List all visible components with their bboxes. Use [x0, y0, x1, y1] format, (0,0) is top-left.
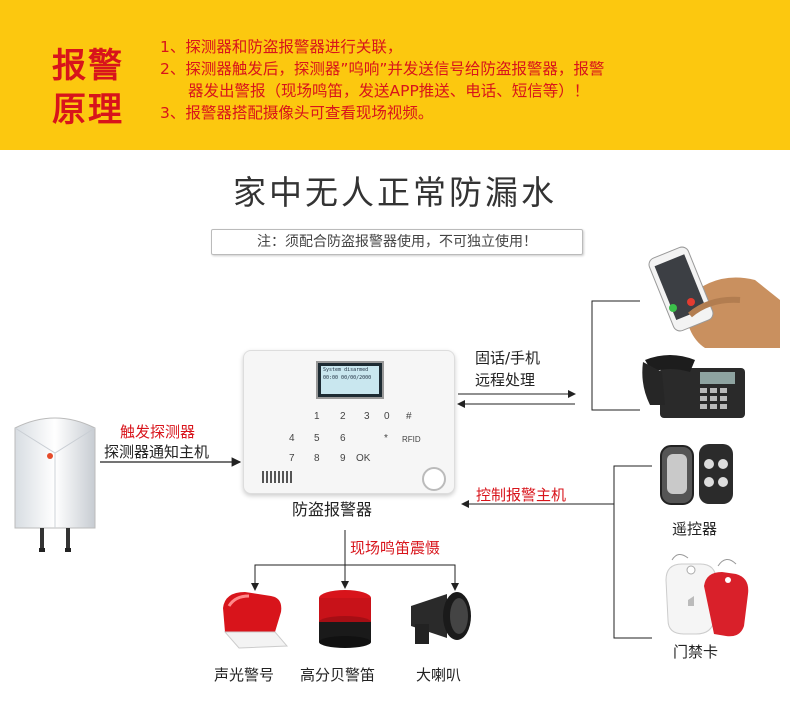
remote-control-label: 遥控器: [672, 520, 718, 538]
panel-key-3: 3: [364, 411, 370, 422]
header-title-line2: 原理: [52, 90, 124, 130]
panel-speaker-grill: [262, 471, 292, 483]
remote-label-line2: 远程处理: [475, 371, 536, 389]
alarm-panel-label: 防盗报警器: [292, 500, 373, 519]
detector-notify-label: 探测器通知主机: [104, 443, 210, 461]
access-card-label: 门禁卡: [673, 643, 719, 661]
panel-key-2: 2: [340, 411, 346, 422]
water-detector-image: [14, 417, 96, 552]
panel-key-1: 1: [314, 411, 320, 422]
panel-rfid-label: RFID: [402, 435, 421, 444]
panel-key-7: 7: [289, 453, 295, 464]
onsite-siren-label: 现场鸣笛震慑: [350, 539, 441, 557]
main-title: 家中无人正常防漏水: [233, 173, 557, 212]
panel-key-5: 5: [314, 433, 320, 444]
panel-key-star: *: [384, 433, 388, 444]
alarm-panel-image: System disarmed 00:00 00/00/2000 1 2 3 4…: [243, 350, 455, 494]
panel-key-9: 9: [340, 453, 346, 464]
panel-key-8: 8: [314, 453, 320, 464]
strobe-siren-image: [223, 592, 289, 649]
header-line-2: 2、探测器触发后，探测器”呜响”并发送信号给防盗报警器，报警: [160, 60, 605, 78]
panel-screen-line1: System disarmed: [323, 367, 369, 373]
header-line-4: 3、报警器搭配摄像头可查看现场视频。: [160, 104, 434, 122]
panel-key-4: 4: [289, 433, 295, 444]
usage-note: 注：须配合防盗报警器使用，不可独立使用！: [211, 229, 583, 255]
horn-label: 大喇叭: [416, 666, 462, 684]
header-title-line1: 报警: [52, 46, 124, 86]
remote-control-image: [660, 444, 733, 505]
control-panel-label: 控制报警主机: [476, 486, 567, 504]
panel-power-button: [422, 467, 446, 491]
high-db-siren-image: [319, 590, 371, 648]
panel-key-0: 0: [384, 411, 390, 422]
header-text: 1、探测器和防盗报警器进行关联， 2、探测器触发后，探测器”呜响”并发送信号给防…: [160, 36, 760, 124]
panel-screen-line2: 00:00 00/00/2000: [323, 375, 372, 381]
horn-speaker-image: [411, 592, 471, 644]
strobe-siren-label: 声光警号: [214, 666, 275, 684]
trigger-detector-label: 触发探测器: [120, 423, 196, 441]
header-title: 报警 原理: [52, 44, 142, 132]
access-card-image: [665, 554, 749, 637]
high-db-siren-label: 高分贝警笛: [300, 666, 376, 684]
panel-key-6: 6: [340, 433, 346, 444]
header-line-1: 1、探测器和防盗报警器进行关联，: [160, 38, 403, 56]
mobile-phone-image: [648, 246, 780, 348]
panel-key-ok: OK: [356, 453, 371, 464]
panel-key-hash: #: [406, 411, 412, 422]
header-banner: [0, 0, 790, 150]
header-line-3: 器发出警报（现场鸣笛，发送APP推送、电话、短信等）！: [188, 82, 590, 100]
desk-phone-image: [642, 355, 745, 418]
remote-label-line1: 固话/手机: [475, 349, 541, 367]
panel-screen: System disarmed 00:00 00/00/2000: [316, 361, 384, 399]
